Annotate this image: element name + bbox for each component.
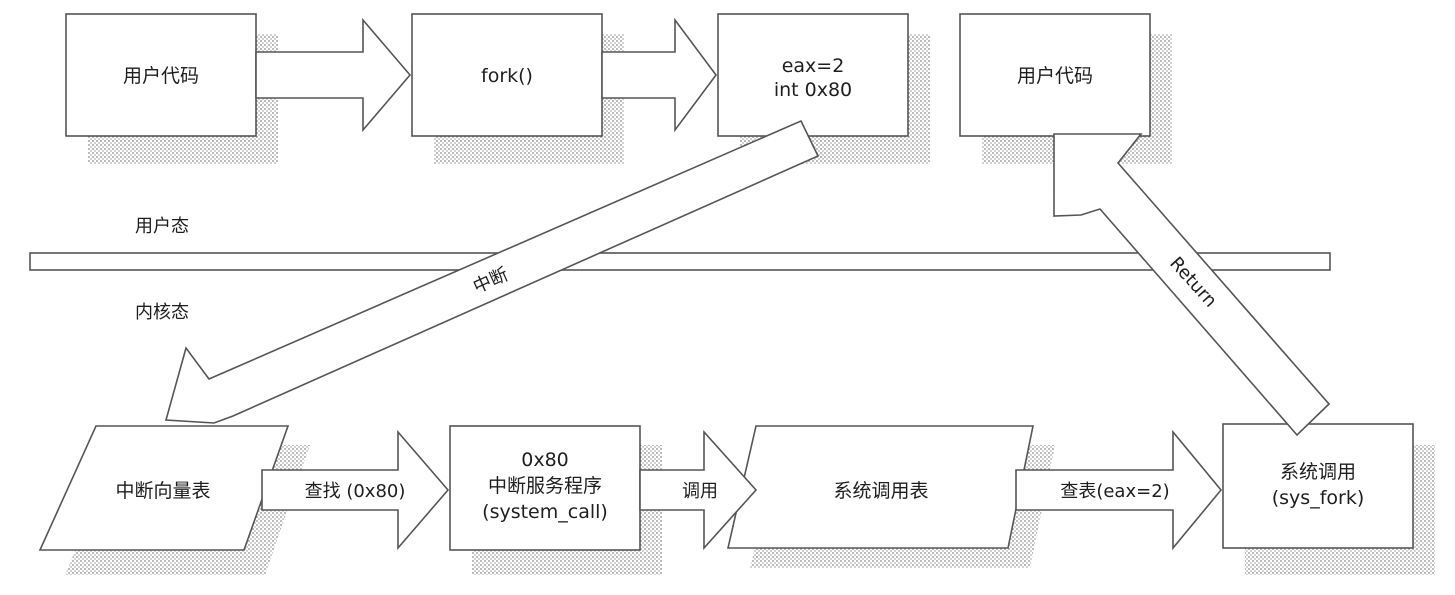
- edge-lookup-label: 查找 (0x80): [305, 481, 406, 502]
- edge-invoke-label: 调用: [682, 481, 718, 502]
- node-user-code-1-line-0: 用户代码: [123, 65, 199, 87]
- arrow-ivt-to-isr: [261, 429, 450, 551]
- node-user-code-2-line-0: 用户代码: [1017, 65, 1093, 87]
- node-eax-int: [717, 13, 909, 137]
- arrow-return: [1053, 133, 1331, 437]
- node-user-code-1: [65, 13, 257, 137]
- node-fork-call-line-0: fork(): [481, 65, 533, 87]
- kernel-mode-label: 内核态: [135, 302, 189, 323]
- node-sys-fork-line-0: 系统调用: [1280, 461, 1356, 483]
- arrow-interrupt: [164, 119, 820, 424]
- node-syscall-table-line-0: 系统调用表: [833, 480, 928, 502]
- arrow-user-code-to-fork: [255, 17, 412, 133]
- node-eax-int-line-0: eax=2: [782, 55, 845, 77]
- node-sys-fork: [1222, 423, 1414, 549]
- arrow-fork-to-eax-int: [601, 17, 717, 133]
- node-fork-call: [411, 13, 603, 137]
- arrow-syscall-table-to-sys-fork: [1015, 429, 1223, 551]
- mode-boundary-bar: [29, 252, 1331, 271]
- node-isr-line-1: 中断服务程序: [488, 475, 602, 497]
- arrow-isr-to-syscall-table: [639, 429, 758, 551]
- node-isr-line-2: (system_call): [482, 501, 608, 523]
- node-eax-int-line-1: int 0x80: [774, 79, 852, 101]
- edge-table-lookup-label: 查表(eax=2): [1060, 481, 1169, 502]
- node-isr-line-0: 0x80: [521, 449, 569, 471]
- node-ivt-line-0: 中断向量表: [115, 480, 210, 502]
- node-ivt: [38, 425, 290, 551]
- node-user-code-2: [959, 13, 1151, 137]
- node-sys-fork-line-1: (sys_fork): [1272, 487, 1365, 509]
- user-mode-label: 用户态: [135, 216, 189, 237]
